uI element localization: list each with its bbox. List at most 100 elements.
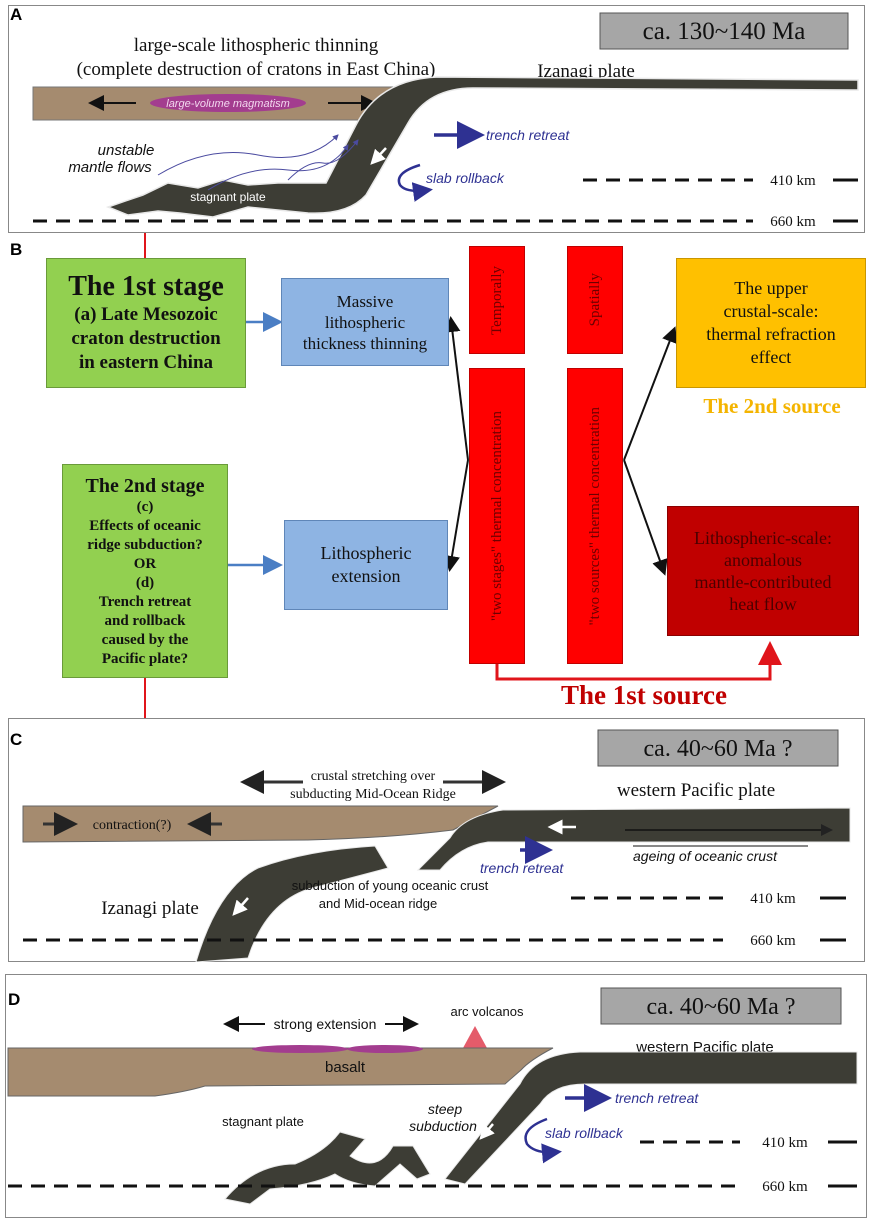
pacific-slab [444, 1051, 858, 1185]
litho-line3: mantle-contributed [694, 572, 832, 592]
spatially-bar: Spatially [567, 246, 623, 354]
stage1-line2: craton destruction [71, 328, 221, 349]
first-source-connector [495, 641, 782, 681]
panel-d-label: D [8, 990, 21, 1009]
izanagi-slab [195, 845, 389, 962]
age-box [600, 987, 842, 1025]
extension-box: Lithospheric extension [284, 520, 448, 610]
slab-motion-arrow [479, 1123, 495, 1140]
magmatism-ellipse [150, 94, 306, 112]
age-text: ca. 40~60 Ma ? [647, 994, 796, 1020]
upper-line3: thermal refraction [706, 324, 836, 344]
continental-lithosphere [22, 805, 499, 843]
arc-volcano [463, 1026, 487, 1048]
mantle-flow-1 [157, 134, 339, 176]
stage2-line3: ridge subduction? [87, 536, 203, 553]
pacific-slab [416, 807, 851, 871]
strong-extension-label: strong extension [274, 1016, 377, 1032]
plate-label: western Pacific plate [617, 780, 775, 801]
stage2-line1: (c) [136, 498, 154, 515]
mantle-line1: unstable [98, 142, 155, 159]
litho-line2: anomalous [724, 550, 802, 570]
stage2-line7: and rollback [104, 612, 186, 629]
depth-410-label: 410 km [762, 1135, 808, 1151]
panel-c-illustration: ca. 40~60 Ma ? crustal stretching over s… [22, 729, 851, 962]
rollback-arrow [397, 163, 433, 202]
young-line1: subduction of young oceanic crust [292, 878, 489, 893]
panel-a-illustration: ca. 130~140 Ma large-scale lithospheric … [32, 12, 859, 230]
thinning-line2: lithospheric [324, 312, 406, 332]
magma-lens-right [347, 1045, 423, 1053]
panel-a-label: A [10, 5, 23, 24]
panel-d-illustration: ca. 40~60 Ma ? arc volcanos strong exten… [7, 987, 858, 1205]
trench-retreat-label: trench retreat [480, 860, 564, 876]
stage2-line9: Pacific plate? [101, 650, 189, 667]
age-box [599, 12, 849, 50]
litho-line1: Lithospheric-scale: [694, 528, 832, 548]
magma-lens-left [252, 1045, 348, 1053]
rollback-arrow [524, 1117, 562, 1164]
young-line2: and Mid-ocean ridge [319, 896, 438, 911]
upper-crustal-box: The upper crustal-scale: thermal refract… [676, 258, 866, 388]
thinning-box: Massive lithospheric thickness thinning [281, 278, 449, 366]
first-source-label: The 1st source [561, 680, 727, 710]
age-text: ca. 130~140 Ma [643, 18, 806, 45]
extension-link-arrow [444, 459, 469, 572]
age-text: ca. 40~60 Ma ? [644, 736, 793, 762]
thinning-link-arrow [444, 316, 469, 461]
steep-line2: subduction [409, 1118, 477, 1134]
depth-660-label: 660 km [770, 214, 816, 230]
steep-line1: steep [428, 1101, 462, 1117]
stage2-line5: (d) [135, 574, 155, 591]
extension-line2: extension [331, 566, 401, 586]
stage2-title: The 2nd stage [85, 474, 205, 497]
subducting-slab [105, 76, 859, 218]
trench-retreat-label: trench retreat [486, 127, 570, 143]
ageing-label: ageing of oceanic crust [633, 848, 778, 864]
continental-lithosphere [7, 1047, 554, 1097]
stage1-line1: (a) Late Mesozoic [74, 304, 218, 325]
title-line2: (complete destruction of cratons in East… [77, 59, 436, 80]
upper-line2: crustal-scale: [723, 301, 819, 321]
stage2-box: The 2nd stage (c) Effects of oceanic rid… [62, 464, 228, 678]
second-source-label: The 2nd source [703, 394, 841, 418]
depth-660-label: 660 km [762, 1179, 808, 1195]
contraction-label: contraction(?) [93, 818, 172, 833]
mantle-flow-3 [287, 139, 359, 181]
stretch-line1: crustal stretching over [311, 769, 436, 784]
trench-retreat-label: trench retreat [615, 1090, 699, 1106]
thinning-line1: Massive [336, 291, 394, 311]
izanagi-motion-arrow [232, 897, 249, 916]
title-line1: large-scale lithospheric thinning [134, 35, 379, 56]
mantle-flow-2 [207, 144, 349, 191]
mantle-line2: mantle flows [68, 159, 152, 176]
thinning-line3: thickness thinning [302, 333, 428, 353]
stage1-line3: in eastern China [78, 352, 214, 373]
upper-crustal-arrow [623, 326, 678, 461]
izanagi-label: Izanagi plate [101, 898, 199, 919]
two-sources-text: "two sources" thermal concentration [586, 406, 603, 626]
panel-c [8, 718, 865, 962]
temporally-bar: Temporally [469, 246, 525, 354]
stage1-title: The 1st stage [68, 271, 224, 302]
stage2-line6: Trench retreat [98, 593, 192, 610]
stage2-line8: caused by the [101, 631, 189, 648]
litho-line4: heat flow [729, 594, 797, 614]
depth-660-label: 660 km [750, 933, 796, 949]
two-stages-text: "two stages" thermal concentration [488, 410, 505, 622]
basalt-label: basalt [325, 1059, 366, 1076]
extension-line1: Lithospheric [320, 543, 412, 563]
panel-a [8, 5, 865, 233]
plate-label: Izanagi plate [537, 61, 635, 82]
panel-d [5, 974, 867, 1218]
rollback-label: slab rollback [545, 1125, 624, 1141]
upper-line4: effect [750, 347, 792, 367]
age-box [597, 729, 839, 767]
slab-motion-arrow [370, 147, 387, 165]
stagnant-label: stagnant plate [190, 190, 266, 204]
depth-410-label: 410 km [750, 891, 796, 907]
stage2-line4: OR [133, 555, 157, 572]
depth-410-label: 410 km [770, 173, 816, 189]
magmatism-label: large-volume magmatism [166, 98, 289, 110]
